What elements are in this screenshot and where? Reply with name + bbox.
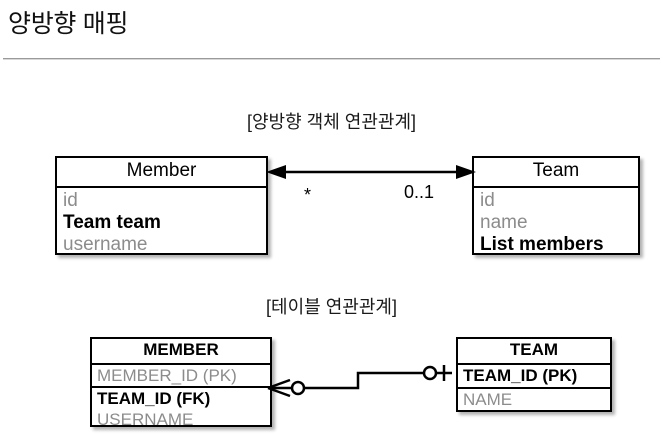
title-divider — [3, 58, 660, 60]
page-title: 양방향 매핑 — [8, 10, 129, 38]
object-association-caption: [양방향 객체 연관관계] — [246, 112, 417, 132]
member-table-box: MEMBER MEMBER_ID (PK) TEAM_ID (FK) USERN… — [90, 337, 272, 429]
member-column-member-id: MEMBER_ID (PK) — [97, 366, 237, 385]
team-column-team-id: TEAM_ID (PK) — [463, 366, 578, 385]
team-table-box: TEAM TEAM_ID (PK) NAME — [456, 337, 612, 412]
multiplicity-many-label: * — [304, 185, 312, 205]
team-attribute-members: List members — [480, 234, 604, 255]
member-class-box: Member id Team team username — [55, 156, 268, 255]
member-column-username: USERNAME — [97, 410, 194, 429]
member-column-team-id: TEAM_ID (FK) — [97, 389, 211, 408]
member-attribute-username: username — [63, 234, 148, 255]
team-table-pk: TEAM_ID (PK) — [458, 363, 610, 387]
double-headed-arrow-icon — [266, 165, 476, 179]
team-column-name: NAME — [463, 390, 513, 409]
team-attribute-id: id — [480, 190, 495, 211]
member-table-pk: MEMBER_ID (PK) — [92, 363, 270, 386]
team-table-name: TEAM — [509, 340, 559, 359]
foreign-key-relationship-connector — [266, 360, 462, 400]
member-class-name: Member — [126, 160, 197, 181]
crows-foot-connector-icon — [267, 365, 452, 398]
member-attribute-team: Team team — [63, 212, 161, 233]
member-table-name: MEMBER — [143, 340, 219, 359]
team-attribute-name: name — [480, 212, 528, 233]
member-class-attributes: id Team team username — [57, 186, 266, 255]
bidirectional-association-arrow — [266, 158, 476, 188]
team-class-attributes: id name List members — [474, 186, 638, 255]
member-attribute-id: id — [63, 190, 78, 211]
table-association-caption: [테이블 연관관계] — [266, 297, 397, 317]
member-table-columns: TEAM_ID (FK) USERNAME — [92, 386, 270, 429]
multiplicity-zero-or-one-label: 0..1 — [404, 182, 435, 202]
team-class-box: Team id name List members — [472, 156, 640, 255]
team-class-name: Team — [532, 160, 580, 181]
team-table-columns: NAME — [458, 387, 610, 410]
